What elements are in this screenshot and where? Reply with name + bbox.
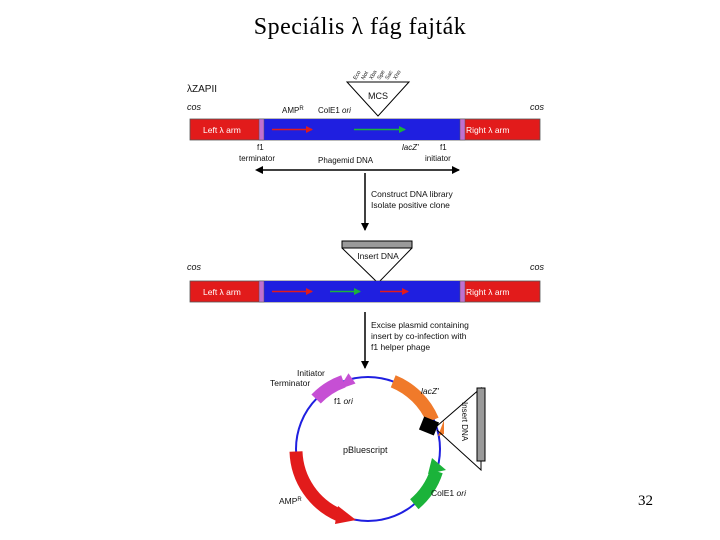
step2-line1: Excise plasmid containing [371, 320, 469, 330]
ampr-segment [289, 451, 343, 522]
amp-label: AMPR [282, 106, 304, 115]
plasmid-name: pBluescript [343, 445, 388, 455]
plasmid-f1-ori-label: f1 ori [334, 396, 354, 406]
plasmid-insert-bar [476, 387, 486, 462]
step1-line1: Construct DNA library [371, 189, 453, 199]
left-arm-label: Left λ arm [203, 125, 241, 135]
cole1-ori-segment [409, 469, 443, 510]
lacz-label: lacZ' [402, 143, 419, 152]
vector-name: λZAPII [187, 84, 217, 95]
mcs-site-2: Not [361, 70, 371, 81]
slide-title: Speciális λ fág fajták [253, 14, 467, 40]
plasmid-initiator-label: Initiator [297, 368, 325, 378]
lacz-segment [390, 375, 439, 423]
mcs-sites: Eco Not Xba Spe Sac Xho [353, 69, 403, 81]
lambda-insert-bar [189, 280, 541, 303]
mcs-triangle [345, 81, 411, 117]
f1-right-label: f1 [440, 143, 447, 152]
insert-site-black [418, 416, 440, 436]
cos-right-label: cos [530, 102, 545, 112]
cos-left-label: cos [187, 102, 202, 112]
insert-cos-left: cos [187, 262, 202, 272]
mcs-label: MCS [368, 91, 388, 101]
page-number: 32 [638, 493, 653, 509]
mcs-site-5: Sac [385, 70, 395, 81]
plasmid-amp-label: AMPR [279, 496, 302, 506]
step1-line2: Isolate positive clone [371, 200, 450, 210]
insert-dna-bar [341, 240, 413, 249]
insert-cos-right: cos [530, 262, 545, 272]
insert-right-arm-label: Right λ arm [466, 287, 509, 297]
right-arm-label: Right λ arm [466, 125, 509, 135]
plasmid-insert-label: Insert DNA [460, 402, 469, 442]
ampr-arrowhead [335, 506, 356, 524]
step2-line3: f1 helper phage [371, 342, 430, 352]
f1-terminator-label: terminator [239, 154, 275, 163]
mcs-site-1: Eco [353, 70, 363, 81]
plasmid-terminator-label: Terminator [270, 378, 310, 388]
plasmid-lacz-label: lacZ' [421, 386, 439, 396]
insert-left-arm-label: Left λ arm [203, 287, 241, 297]
phagemid-label: Phagemid DNA [318, 156, 374, 165]
f1-left-label: f1 [257, 143, 264, 152]
lambda-zap-bar [189, 118, 541, 141]
cole1-arrowhead [428, 458, 446, 474]
plasmid-cole1-label: ColE1 ori [431, 488, 467, 498]
mcs-site-6: Xho [393, 70, 403, 81]
mcs-site-4: Spe [377, 70, 387, 81]
mcs-site-3: Xba [369, 69, 380, 81]
f1-ori-segment [311, 375, 346, 404]
f1-ori-arrowhead [338, 373, 356, 390]
step2-line2: insert by co-infection with [371, 331, 467, 341]
cole1-label: ColE1 ori [318, 106, 351, 115]
plasmid-circle [295, 376, 441, 522]
insert-label: Insert DNA [357, 251, 399, 261]
f1-initiator-label: initiator [425, 154, 451, 163]
